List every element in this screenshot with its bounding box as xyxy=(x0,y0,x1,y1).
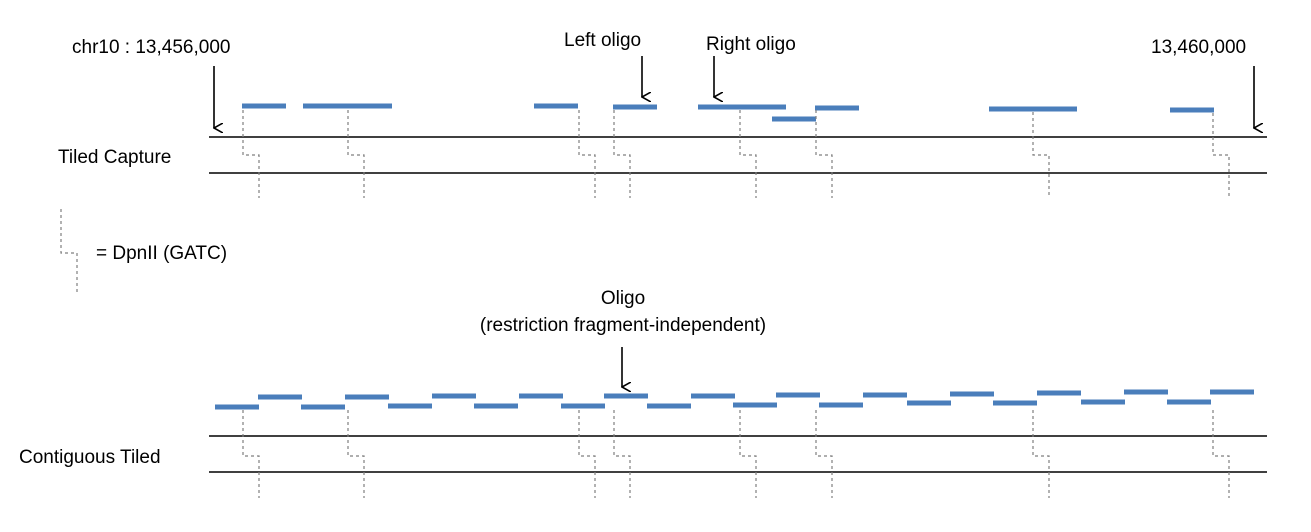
dpnii-cut-site xyxy=(1032,410,1050,498)
start-coordinate-label: chr10 : 13,456,000 xyxy=(72,37,230,58)
legend-label: = DpnII (GATC) xyxy=(96,243,227,264)
dpnii-cut-site xyxy=(613,110,631,198)
dpnii-cut-sites xyxy=(242,110,1230,198)
dpnii-cut-site xyxy=(578,410,596,498)
right-oligo-label: Right oligo xyxy=(706,34,796,55)
end-coordinate-label: 13,460,000 xyxy=(1151,37,1246,58)
left-oligo-label: Left oligo xyxy=(564,30,641,51)
tiled-capture-panel: chr10 : 13,456,000 13,460,000 Left oligo… xyxy=(58,30,1267,198)
dpnii-cut-site xyxy=(739,110,757,198)
pointer-arrows xyxy=(214,56,1254,128)
dpnii-cut-site xyxy=(815,110,833,198)
dpnii-cut-sites xyxy=(242,410,1230,498)
dpnii-cut-site xyxy=(739,410,757,498)
dpnii-cut-site xyxy=(242,110,260,198)
dpnii-cut-site-icon xyxy=(60,209,78,294)
dpnii-cut-site xyxy=(1032,112,1050,198)
tiled-capture-label: Tiled Capture xyxy=(58,147,171,168)
oligo-title: Oligo xyxy=(601,288,645,309)
dpnii-cut-site xyxy=(815,410,833,498)
oligo-subtitle: (restriction fragment-independent) xyxy=(480,315,766,336)
dpnii-cut-site xyxy=(578,110,596,198)
legend: = DpnII (GATC) xyxy=(60,209,227,294)
dpnii-cut-site xyxy=(1212,410,1230,498)
oligo-probes xyxy=(215,389,1254,410)
dpnii-cut-site xyxy=(347,410,365,498)
dpnii-cut-site xyxy=(1212,113,1230,198)
dpnii-cut-site xyxy=(242,410,260,498)
contiguous-tiled-label: Contiguous Tiled xyxy=(19,447,161,468)
dpnii-cut-site xyxy=(613,410,631,498)
genome-track-lines xyxy=(209,136,1267,174)
oligo-probes xyxy=(242,103,1214,122)
contiguous-tiled-panel: Oligo (restriction fragment-independent)… xyxy=(19,288,1267,498)
dpnii-cut-site xyxy=(347,110,365,198)
genome-track-lines xyxy=(209,435,1267,473)
